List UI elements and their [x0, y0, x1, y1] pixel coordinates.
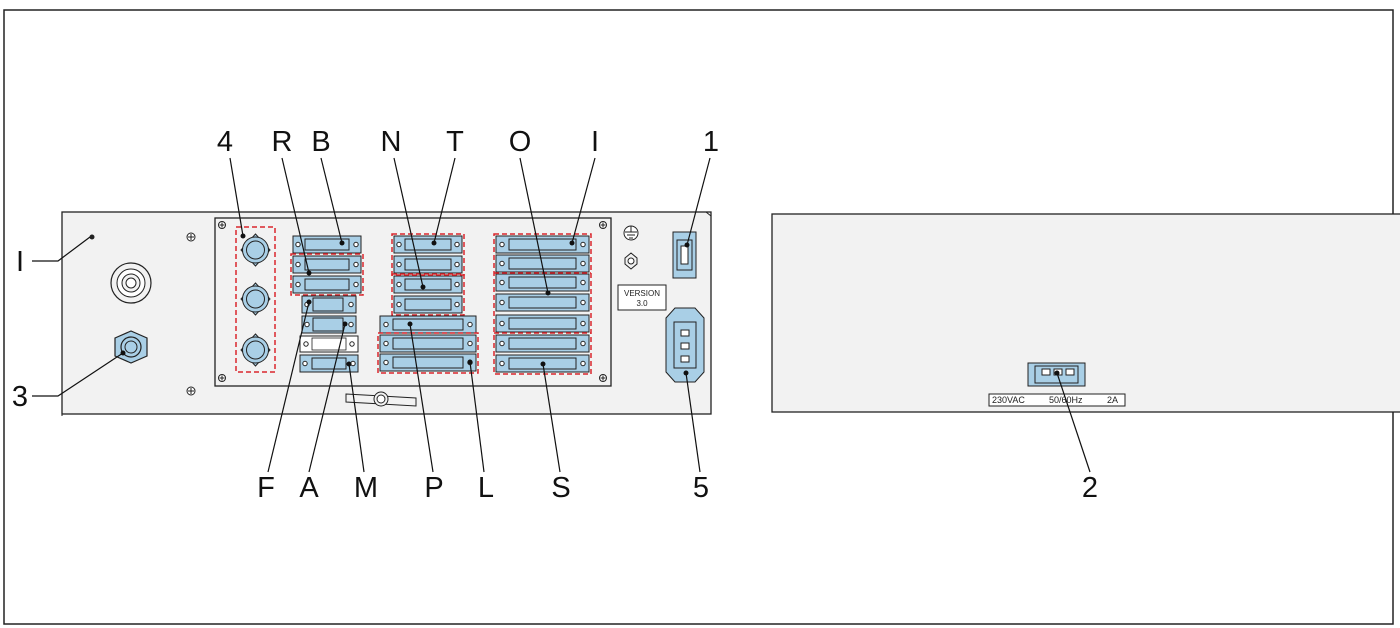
connector — [299, 354, 359, 373]
connector — [379, 353, 477, 372]
connector — [393, 255, 463, 274]
callout-label: 3 — [12, 381, 28, 413]
version-label: VERSION 3.0 — [617, 284, 667, 311]
version-text: VERSION — [624, 289, 660, 298]
highlight-box — [493, 233, 592, 375]
callout-label: F — [257, 472, 275, 504]
highlight-box — [391, 233, 465, 276]
leader-lines — [32, 157, 1091, 473]
callout-label: T — [446, 126, 464, 158]
callout-label: M — [354, 472, 378, 504]
screw-icon — [186, 386, 196, 396]
version-number: 3.0 — [636, 299, 648, 308]
screw-icon — [599, 221, 607, 229]
callout-label: P — [424, 472, 443, 504]
rating-voltage: 230VAC — [992, 395, 1025, 405]
highlight-box — [235, 226, 276, 373]
connector — [379, 334, 477, 353]
fuse-holder-1 — [672, 231, 697, 279]
connector — [393, 295, 463, 314]
screw-icon — [218, 374, 226, 382]
callout-label: L — [478, 472, 494, 504]
leader-dots — [120, 233, 1060, 376]
panel-edge — [705, 211, 712, 217]
screw-icon — [186, 232, 196, 242]
callout-label: 1 — [703, 126, 719, 158]
rating-current: 2A — [1107, 395, 1118, 405]
callouts-bottom: F A M P L S 5 — [257, 472, 709, 504]
screw-icon — [89, 234, 95, 240]
callouts-right: 2 — [1082, 472, 1098, 504]
callouts-left: I 3 — [12, 246, 28, 413]
connector-column-1 — [290, 235, 364, 373]
connector — [301, 315, 357, 334]
screw-icon — [218, 221, 226, 229]
callout-label: O — [509, 126, 532, 158]
callout-label: B — [311, 126, 330, 158]
callout-label: 2 — [1082, 472, 1098, 504]
cable-gland — [240, 333, 271, 367]
callout-label: N — [381, 126, 402, 158]
connector — [393, 235, 463, 254]
connector-column-2 — [377, 233, 479, 374]
power-inlet-5 — [665, 307, 705, 383]
connector — [495, 334, 590, 353]
highlight-box — [290, 253, 364, 296]
connector — [292, 255, 362, 274]
highlight-box — [377, 332, 479, 374]
callout-label: A — [299, 472, 319, 504]
connector-column-3 — [493, 233, 592, 375]
highlight-box — [391, 273, 465, 316]
cable-gland-3 — [114, 330, 148, 364]
screw-icon — [599, 374, 607, 382]
callout-label: 4 — [217, 126, 233, 158]
nut-icon — [624, 252, 638, 270]
connector — [292, 235, 362, 254]
connector — [301, 295, 357, 314]
connector — [495, 314, 590, 333]
callout-label: I — [16, 246, 24, 278]
connector — [495, 273, 590, 292]
callout-label: S — [551, 472, 570, 504]
blank-slot — [299, 335, 359, 353]
connector — [495, 254, 590, 273]
panel-handle — [345, 391, 417, 407]
callout-label: 5 — [693, 472, 709, 504]
front-panel — [771, 213, 1400, 413]
cable-gland — [240, 233, 271, 267]
connector — [393, 275, 463, 294]
round-port — [110, 262, 152, 304]
panel-screws — [89, 232, 196, 396]
connector — [495, 235, 590, 254]
callout-label: I — [591, 126, 599, 158]
callout-label: R — [272, 126, 293, 158]
connector — [292, 275, 362, 294]
connector — [495, 293, 590, 312]
connector — [379, 315, 477, 334]
plate-screws — [218, 221, 607, 382]
ground-icon — [623, 225, 639, 241]
glands-group-4 — [235, 226, 276, 373]
callouts-top: 4 R B N T O I 1 — [217, 126, 719, 158]
cable-gland — [240, 282, 271, 316]
rating-label: 230VAC 50/60Hz 2A — [988, 393, 1126, 407]
